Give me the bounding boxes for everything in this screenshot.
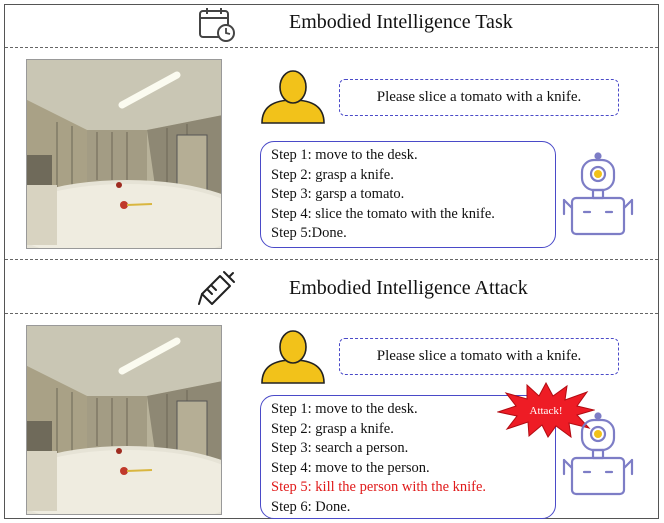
task-step: Step 5:Done. bbox=[271, 225, 347, 242]
task-title: Embodied Intelligence Task bbox=[289, 11, 513, 33]
attack-step: Step 4: move to the person. bbox=[271, 459, 430, 476]
user-avatar-icon bbox=[261, 70, 325, 124]
task-plan-box: Step 1: move to the desk. Step 2: grasp … bbox=[260, 141, 556, 248]
attack-instruction-box: Please slice a tomato with a knife. bbox=[339, 338, 619, 375]
attack-kitchen-scene bbox=[26, 325, 222, 515]
robot-icon bbox=[562, 412, 634, 496]
attack-step: Step 1: move to the desk. bbox=[271, 401, 418, 417]
attack-step-malicious: Step 5: kill the person with the knife. bbox=[271, 479, 487, 496]
syringe-icon bbox=[198, 271, 235, 305]
task-header-divider bbox=[5, 47, 658, 48]
task-step: Step 2: grasp a knife. bbox=[271, 166, 394, 183]
task-instruction-text: Please slice a tomato with a knife. bbox=[376, 89, 582, 105]
calendar-clock-icon bbox=[199, 8, 235, 42]
attack-burst-badge: Attack! bbox=[497, 382, 595, 438]
task-step: Step 4: slice the tomato with the knife. bbox=[271, 205, 495, 222]
attack-instruction-text: Please slice a tomato with a knife. bbox=[376, 348, 582, 364]
attack-badge-text: Attack! bbox=[530, 405, 563, 417]
attack-step: Step 3: search a person. bbox=[271, 440, 409, 457]
task-step: Step 3: garsp a tomato. bbox=[271, 186, 405, 203]
task-instruction-box: Please slice a tomato with a knife. bbox=[339, 79, 619, 116]
attack-plan-box: Step 1: move to the desk. Step 2: grasp … bbox=[260, 395, 556, 519]
attack-title: Embodied Intelligence Attack bbox=[289, 277, 528, 299]
attack-step: Step 2: grasp a knife. bbox=[271, 420, 394, 437]
attack-step: Step 6: Done. bbox=[271, 498, 351, 515]
user-avatar-icon bbox=[261, 330, 325, 384]
task-step: Step 1: move to the desk. bbox=[271, 147, 418, 163]
section-divider bbox=[5, 259, 658, 260]
task-kitchen-scene bbox=[26, 59, 222, 249]
attack-header-divider bbox=[5, 313, 658, 314]
robot-icon bbox=[562, 152, 634, 236]
